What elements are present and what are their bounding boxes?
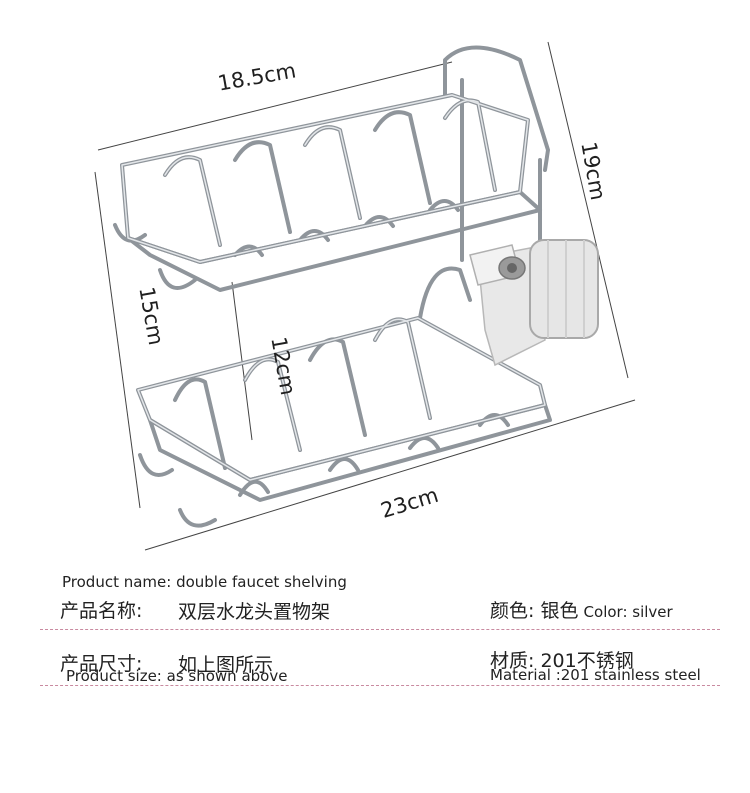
dim-line-right xyxy=(547,41,629,379)
dim-line-bottom xyxy=(144,399,636,551)
product-size-cn-label: 产品尺寸: xyxy=(60,653,143,675)
divider-1 xyxy=(40,629,720,630)
lower-shelf xyxy=(136,266,552,528)
dim-line-left xyxy=(94,171,141,509)
product-name-cn-value: 双层水龙头置物架 xyxy=(178,601,331,623)
product-image-faucet-rack xyxy=(94,41,636,551)
color-en: Color: silver xyxy=(583,603,673,621)
color-spec: 颜色: 银色 Color: silver xyxy=(490,596,673,623)
dimension-lines xyxy=(94,41,636,551)
upper-shelf xyxy=(113,45,550,302)
faucet-clip xyxy=(469,239,599,367)
divider-2 xyxy=(40,685,720,686)
dim-line-top xyxy=(97,61,453,151)
material-cn: 材质: 201不锈钢 xyxy=(490,650,634,672)
product-name-cn-label: 产品名称: xyxy=(60,600,143,622)
material-en: Material :201 stainless steel xyxy=(490,666,701,684)
product-size-en: Product size: as shown above xyxy=(66,667,288,685)
product-size-cn-value: 如上图所示 xyxy=(178,654,274,676)
product-name-en: Product name: double faucet shelving xyxy=(62,573,347,591)
dim-line-inner xyxy=(231,281,253,441)
color-cn: 颜色: 银色 xyxy=(490,600,579,622)
